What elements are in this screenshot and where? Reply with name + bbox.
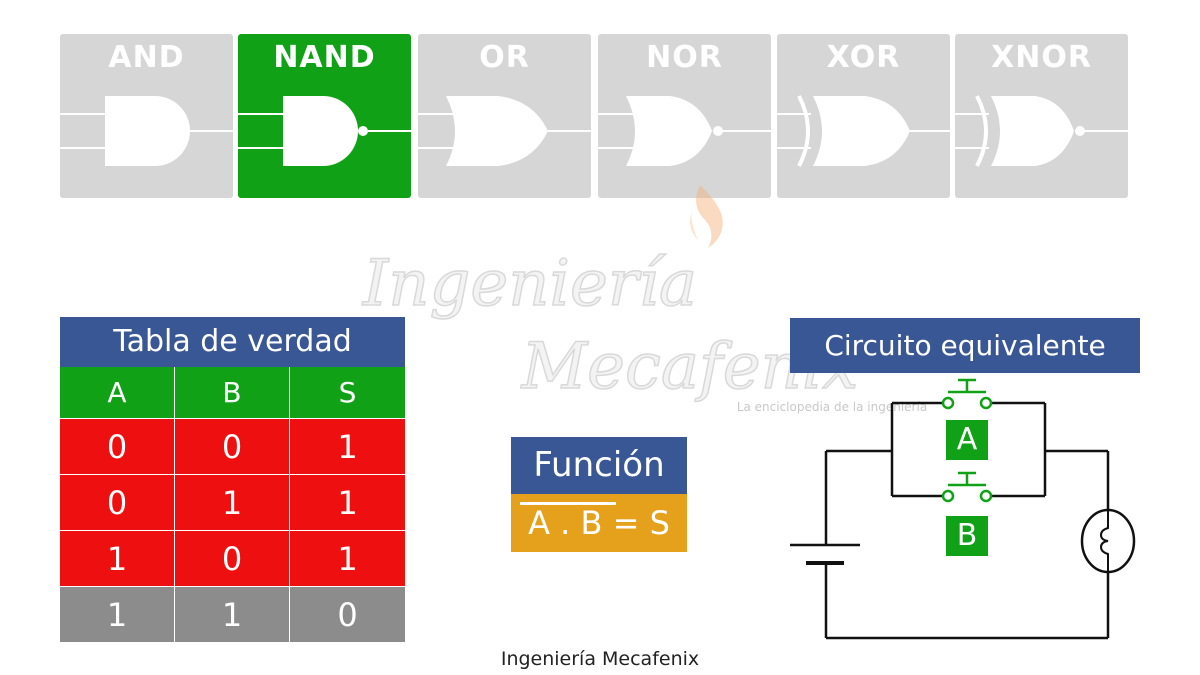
negation-bar	[520, 502, 616, 505]
table-row: 0 0 1	[60, 419, 405, 475]
table-cell: 1	[290, 419, 405, 475]
table-cell: 0	[290, 587, 405, 643]
header-cell: A	[60, 367, 175, 419]
gate-tile-nand[interactable]: NAND	[238, 34, 411, 198]
gate-label: NOR	[646, 40, 723, 75]
gate-tile-and[interactable]: AND	[60, 34, 233, 198]
and-gate-icon	[60, 96, 233, 166]
nor-gate-icon	[598, 96, 771, 166]
table-cell: 1	[175, 587, 290, 643]
xnor-gate-icon	[955, 95, 1128, 167]
switch-b-label: B	[946, 516, 988, 556]
truth-table: Tabla de verdad A B S 0 0 1 0 1 1 1 0 1 …	[60, 317, 405, 643]
function-expression: A . B = S	[511, 494, 687, 552]
gate-label: OR	[479, 40, 530, 75]
footer-credit: Ingeniería Mecafenix	[500, 648, 700, 670]
table-cell: 0	[60, 419, 175, 475]
watermark-line1: Ingeniería	[362, 247, 697, 321]
table-row: 0 1 1	[60, 475, 405, 531]
function-expression-text: A . B = S	[528, 504, 670, 542]
function-box: Función A . B = S	[511, 437, 687, 552]
gate-tile-xor[interactable]: XOR	[777, 34, 950, 198]
nand-gate-icon	[238, 96, 411, 166]
table-cell: 1	[175, 475, 290, 531]
gate-tile-nor[interactable]: NOR	[598, 34, 771, 198]
table-cell: 0	[60, 475, 175, 531]
table-cell: 1	[60, 587, 175, 643]
header-cell: S	[290, 367, 405, 419]
table-cell: 1	[290, 531, 405, 587]
function-title: Función	[511, 437, 687, 494]
gate-label: XNOR	[991, 40, 1092, 75]
table-cell: 0	[175, 531, 290, 587]
push-button-switch-a-icon	[941, 378, 993, 410]
gate-label: NAND	[273, 40, 376, 75]
switch-a-label: A	[946, 420, 988, 460]
table-cell: 1	[60, 531, 175, 587]
table-cell: 1	[290, 475, 405, 531]
xor-gate-icon	[777, 95, 950, 167]
gate-tile-xnor[interactable]: XNOR	[955, 34, 1128, 198]
lamp-icon	[1080, 508, 1136, 574]
circuit-title: Circuito equivalente	[790, 318, 1140, 373]
table-cell: 0	[175, 419, 290, 475]
table-row: 1 0 1	[60, 531, 405, 587]
push-button-switch-b-icon	[941, 471, 993, 503]
gate-tile-or[interactable]: OR	[418, 34, 591, 198]
table-row: 1 1 0	[60, 587, 405, 643]
header-cell: B	[175, 367, 290, 419]
truth-table-title: Tabla de verdad	[60, 317, 405, 367]
gate-label: AND	[108, 40, 185, 75]
gate-label: XOR	[826, 40, 901, 75]
circuit-diagram	[790, 378, 1136, 640]
or-gate-icon	[418, 96, 591, 166]
truth-table-header: A B S	[60, 367, 405, 419]
